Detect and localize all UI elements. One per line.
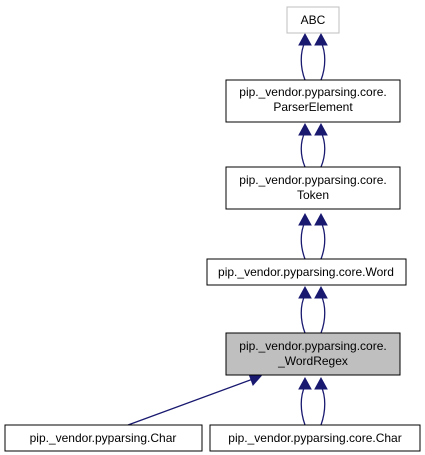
node-token-line-1: pip._vendor.pyparsing.core. <box>239 173 386 187</box>
edge-token-to-parser-element <box>300 131 306 168</box>
node-word[interactable]: pip._vendor.pyparsing.core.Word <box>206 258 407 286</box>
node-word-regex-line-1: pip._vendor.pyparsing.core. <box>239 339 386 353</box>
node-char-core[interactable]: pip._vendor.pyparsing.core.Char <box>209 424 421 452</box>
arrowhead-word-regex-right <box>314 376 328 390</box>
edge-char-pkg-to-word-regex <box>127 378 254 426</box>
arrowhead-abc-right <box>314 32 328 46</box>
node-char-pkg-label: pip._vendor.pyparsing.Char <box>30 431 177 445</box>
arrowhead-word-right <box>314 285 328 299</box>
node-word-label: pip._vendor.pyparsing.core.Word <box>218 265 394 279</box>
node-token-line-2: Token <box>297 188 329 202</box>
arrowhead-parser-element-right <box>314 122 328 136</box>
arrowhead-parser-element-left <box>298 122 312 136</box>
node-char-pkg[interactable]: pip._vendor.pyparsing.Char <box>4 424 203 452</box>
edge-parser-element-to-abc <box>300 41 306 81</box>
arrowhead-token-right <box>314 212 328 226</box>
node-token[interactable]: pip._vendor.pyparsing.core. Token <box>225 166 401 210</box>
edge-char-core-to-word-regex-2 <box>320 385 326 426</box>
edge-word-regex-to-word-2 <box>320 294 326 334</box>
arrowhead-token-left <box>298 212 312 226</box>
edge-word-to-token-2 <box>320 221 326 260</box>
arrowhead-word-regex-from-char-pkg <box>248 373 262 386</box>
node-parser-element-line-1: pip._vendor.pyparsing.core. <box>239 85 386 99</box>
edge-token-to-parser-element-2 <box>320 131 326 168</box>
node-char-core-label: pip._vendor.pyparsing.core.Char <box>228 431 401 445</box>
edge-word-regex-to-word <box>300 294 306 334</box>
node-abc[interactable]: ABC <box>286 6 340 34</box>
node-word-regex[interactable]: pip._vendor.pyparsing.core. _WordRegex <box>225 332 401 376</box>
edges <box>127 32 328 426</box>
node-parser-element-line-2: ParserElement <box>273 100 353 114</box>
node-abc-label: ABC <box>301 13 326 27</box>
nodes: ABC pip._vendor.pyparsing.core. ParserEl… <box>4 6 421 452</box>
edge-char-core-to-word-regex <box>300 385 306 426</box>
edge-word-to-token <box>300 221 306 260</box>
edge-parser-element-to-abc-2 <box>320 41 326 81</box>
node-parser-element[interactable]: pip._vendor.pyparsing.core. ParserElemen… <box>225 79 401 123</box>
arrowhead-word-regex-left <box>298 376 312 390</box>
arrowhead-abc-left <box>298 32 312 46</box>
node-word-regex-line-2: _WordRegex <box>277 354 348 368</box>
arrowhead-word-left <box>298 285 312 299</box>
